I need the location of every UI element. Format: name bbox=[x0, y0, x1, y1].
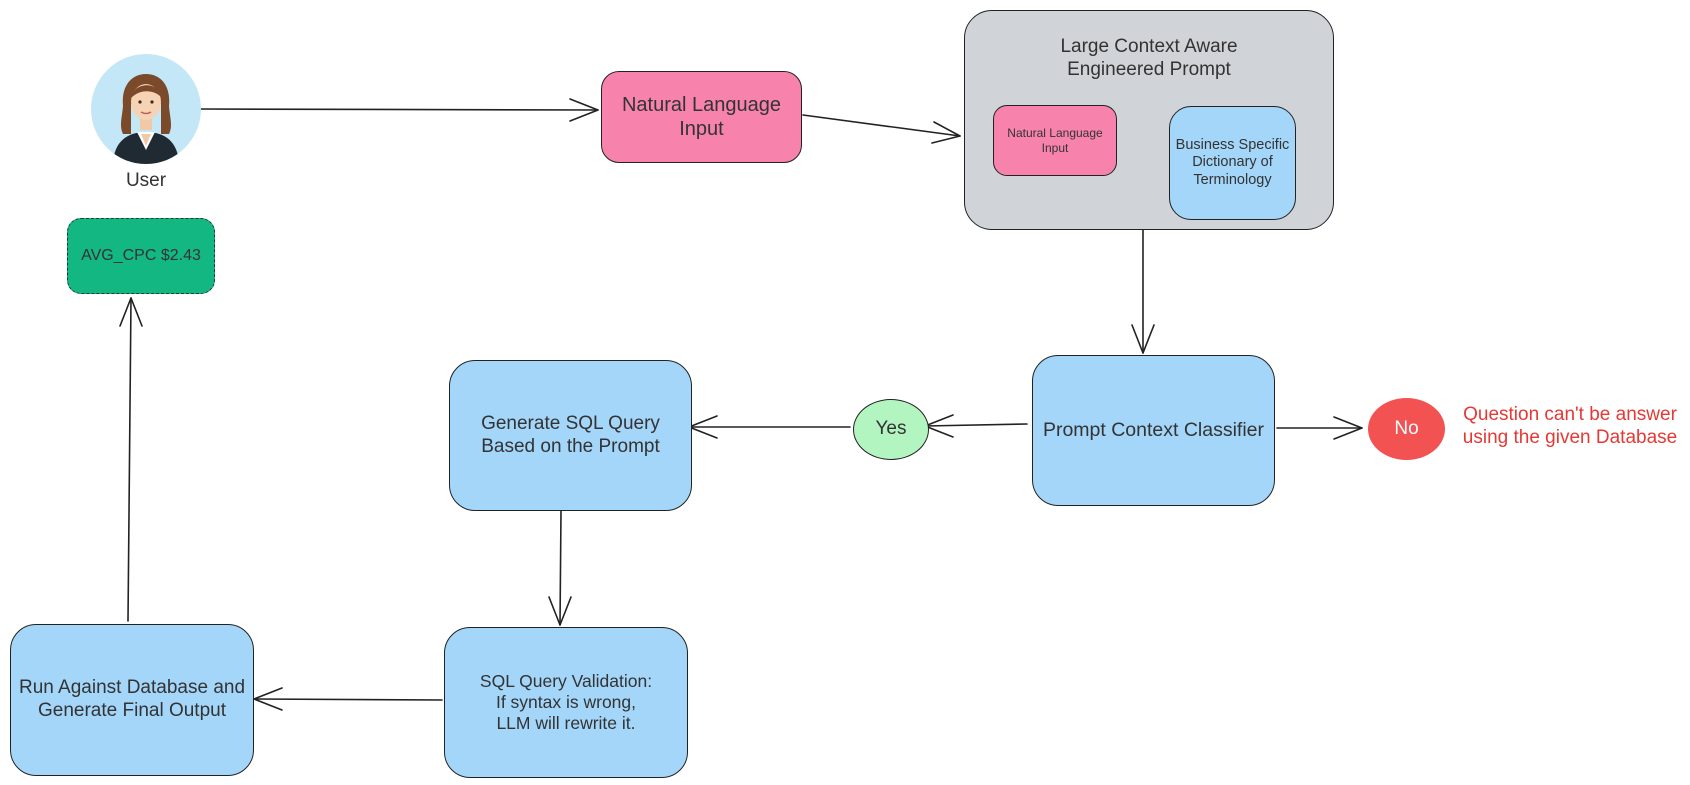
arrowhead-user-to-input bbox=[569, 98, 599, 122]
result-label: AVG_CPC $2.43 bbox=[81, 247, 201, 265]
yes-label: Yes bbox=[875, 418, 907, 440]
generate-sql-label: Generate SQL Query Based on the Prompt bbox=[481, 412, 660, 457]
sql-validation-label: SQL Query Validation: If syntax is wrong… bbox=[479, 671, 653, 733]
arrowhead-validation-to-run bbox=[253, 687, 283, 711]
user-label: User bbox=[125, 170, 167, 191]
natural-language-input-node: Natural Language Input bbox=[601, 71, 802, 163]
sql-validation-node: SQL Query Validation: If syntax is wrong… bbox=[444, 627, 688, 778]
prompt-context-classifier-node: Prompt Context Classifier bbox=[1032, 355, 1275, 506]
no-node: No bbox=[1368, 398, 1445, 460]
user-node bbox=[91, 54, 201, 164]
yes-node: Yes bbox=[853, 399, 929, 460]
arrowhead-prompt-to-classifier bbox=[1131, 324, 1155, 354]
no-message: Question can't be answer using the given… bbox=[1462, 404, 1678, 448]
arrow-validation-to-run bbox=[253, 698, 443, 701]
prompt-natural-language-input-label: Natural Language Input bbox=[1007, 126, 1103, 155]
arrow-user-to-input bbox=[198, 108, 599, 111]
engineered-prompt-title: Large Context Aware Engineered Prompt bbox=[1060, 36, 1238, 80]
run-database-node: Run Against Database and Generate Final … bbox=[10, 624, 254, 776]
run-database-label: Run Against Database and Generate Final … bbox=[18, 677, 246, 721]
arrowhead-run-to-result bbox=[119, 297, 143, 327]
arrowhead-classifier-to-no bbox=[1333, 416, 1363, 440]
arrowhead-generate-to-validation bbox=[548, 596, 572, 626]
business-dictionary-node: Business Specific Dictionary of Terminol… bbox=[1169, 106, 1296, 220]
arrow-input-to-prompt bbox=[802, 114, 961, 137]
natural-language-input-label: Natural Language Input bbox=[621, 94, 781, 140]
arrow-run-to-result bbox=[127, 297, 132, 622]
arrow-generate-to-validation bbox=[559, 510, 562, 626]
user-avatar-icon bbox=[91, 54, 201, 164]
generate-sql-node: Generate SQL Query Based on the Prompt bbox=[449, 360, 692, 511]
arrowhead-input-to-prompt bbox=[931, 121, 961, 144]
prompt-context-classifier-label: Prompt Context Classifier bbox=[1042, 418, 1265, 441]
prompt-natural-language-input-node: Natural Language Input bbox=[993, 105, 1117, 176]
no-label: No bbox=[1394, 417, 1419, 439]
result-node: AVG_CPC $2.43 bbox=[67, 218, 215, 294]
arrow-classifier-to-yes bbox=[924, 423, 1028, 427]
business-dictionary-label: Business Specific Dictionary of Terminol… bbox=[1175, 136, 1290, 188]
